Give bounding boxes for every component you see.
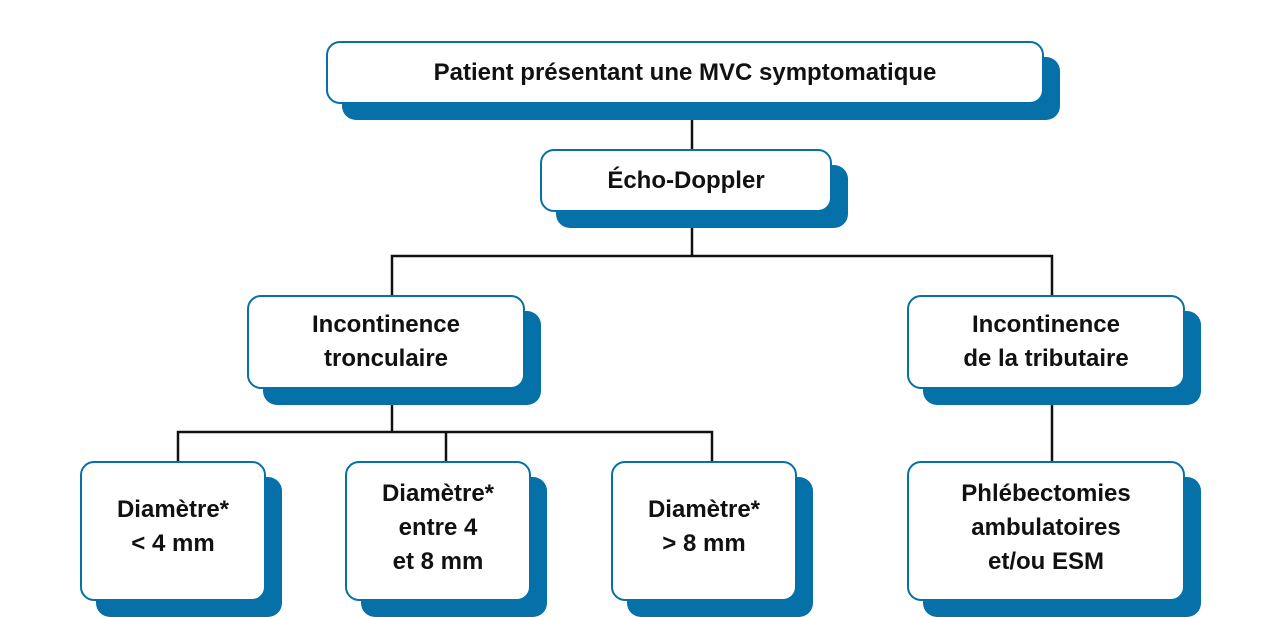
node-diameter-small-box: Diamètre* < 4 mm — [80, 461, 266, 601]
node-diameter-mid: Diamètre* entre 4 et 8 mm — [345, 461, 547, 617]
connector-echo-branches — [390, 254, 1054, 296]
node-diameter-small: Diamètre* < 4 mm — [80, 461, 282, 617]
node-incontinence-tributaire-label: Incontinence de la tributaire — [963, 311, 1129, 372]
node-incontinence-tronculaire: Incontinence tronculaire — [247, 295, 541, 405]
node-echo-doppler-box: Écho-Doppler — [540, 149, 832, 212]
node-root-box: Patient présentant une MVC symptomatique — [326, 41, 1044, 104]
node-incontinence-tributaire: Incontinence de la tributaire — [907, 295, 1201, 405]
node-incontinence-tributaire-box: Incontinence de la tributaire — [907, 295, 1185, 389]
node-root-label: Patient présentant une MVC symptomatique — [433, 58, 937, 86]
node-diameter-small-label: Diamètre* < 4 mm — [116, 496, 230, 557]
node-echo-doppler: Écho-Doppler — [540, 149, 848, 228]
node-diameter-mid-label: Diamètre* entre 4 et 8 mm — [381, 480, 495, 575]
node-diameter-large: Diamètre* > 8 mm — [611, 461, 813, 617]
node-phlebectomies: Phlébectomies ambulatoires et/ou ESM — [907, 461, 1201, 617]
node-root: Patient présentant une MVC symptomatique — [326, 41, 1060, 120]
node-diameter-mid-box: Diamètre* entre 4 et 8 mm — [345, 461, 531, 601]
node-phlebectomies-box: Phlébectomies ambulatoires et/ou ESM — [907, 461, 1185, 601]
node-phlebectomies-label: Phlébectomies ambulatoires et/ou ESM — [961, 480, 1131, 575]
node-echo-doppler-label: Écho-Doppler — [607, 166, 765, 194]
node-incontinence-tronculaire-box: Incontinence tronculaire — [247, 295, 525, 389]
node-diameter-large-box: Diamètre* > 8 mm — [611, 461, 797, 601]
node-incontinence-tronculaire-label: Incontinence tronculaire — [311, 311, 461, 372]
node-diameter-large-label: Diamètre* > 8 mm — [647, 496, 761, 557]
